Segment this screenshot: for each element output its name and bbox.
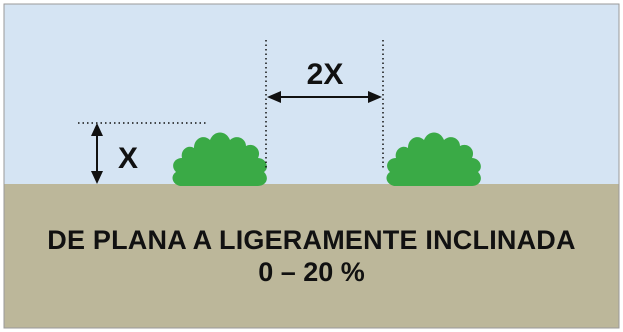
spacing-arrow-right: [368, 91, 382, 103]
spacing-label: 2X: [307, 58, 344, 91]
ground-band: [4, 184, 619, 328]
height-arrow-bottom: [91, 171, 103, 184]
outer-border: [3, 3, 620, 329]
slope-title: DE PLANA A LIGERAMENTE INCLINADA: [47, 225, 576, 255]
height-label: X: [118, 142, 138, 175]
slope-range: 0 – 20 %: [258, 256, 365, 287]
height-arrow-top: [91, 123, 103, 136]
shrub-right: [386, 132, 481, 186]
sky-background: [4, 4, 619, 184]
spacing-arrow-left: [267, 91, 281, 103]
slope-caption: DE PLANA A LIGERAMENTE INCLINADA 0 – 20 …: [0, 225, 623, 287]
shrub-left: [172, 132, 267, 186]
